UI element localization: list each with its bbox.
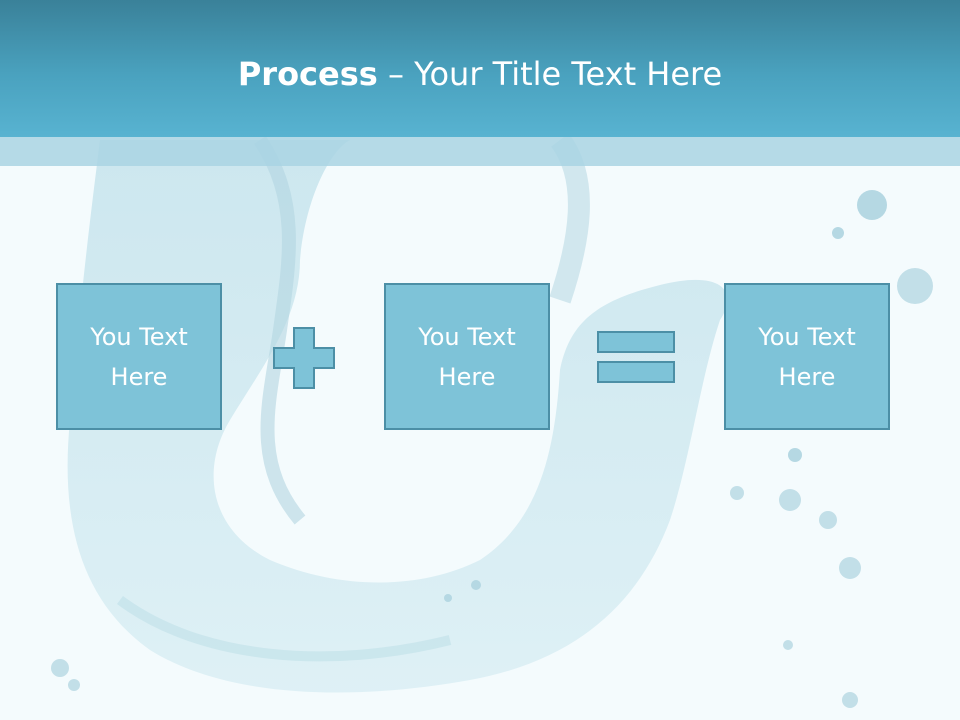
- title-bold: Process: [237, 55, 378, 93]
- process-box-3[interactable]: You Text Here: [724, 283, 890, 430]
- slide-title: Process – Your Title Text Here: [0, 54, 960, 94]
- process-box-1-text: You Text Here: [90, 322, 188, 391]
- plus-icon: [273, 327, 335, 389]
- process-box-2-text: You Text Here: [418, 322, 516, 391]
- process-box-2[interactable]: You Text Here: [384, 283, 550, 430]
- title-bar: [0, 0, 960, 137]
- process-box-3-text: You Text Here: [758, 322, 856, 391]
- title-underband: [0, 137, 960, 166]
- title-rest: Your Title Text Here: [414, 55, 723, 93]
- equals-icon: [597, 331, 675, 383]
- title-separator: –: [377, 55, 415, 93]
- process-box-1[interactable]: You Text Here: [56, 283, 222, 430]
